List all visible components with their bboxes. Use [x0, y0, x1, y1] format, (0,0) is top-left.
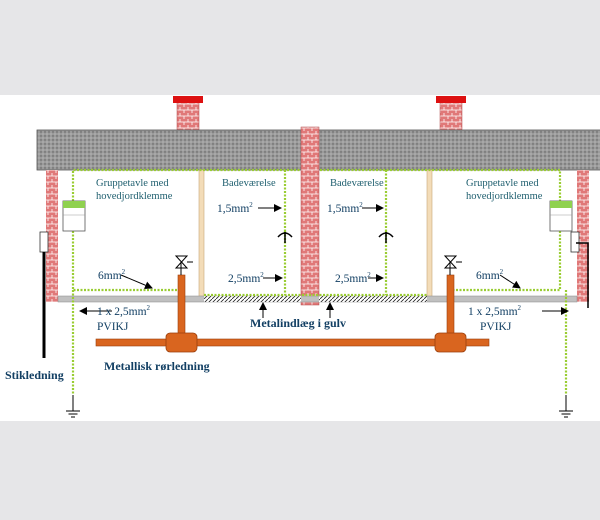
supply-cable-right: [576, 242, 589, 308]
service-box-right: [570, 231, 580, 253]
label-pvikj-right-line1: 1 x 2,5mm2: [468, 304, 522, 318]
label-wire-1-5-left: 1,5mm2: [217, 201, 253, 215]
chimney-left: [173, 96, 203, 132]
label-floor-metal-insert: Metalindlæg i gulv: [250, 316, 346, 330]
floor-slab: [57, 295, 578, 303]
label-wire-2-5-right: 2,5mm2: [335, 271, 371, 285]
bottom-background-band: [0, 421, 600, 520]
label-panel-left-line2: hovedjordklemme: [96, 191, 173, 202]
label-pvikj-right-line2: PVIKJ: [480, 321, 512, 333]
diagram-canvas: Gruppetavle med hovedjordklemme Badevære…: [0, 95, 600, 421]
label-supply-cable: Stikledning: [5, 368, 64, 382]
service-box-left: [39, 231, 49, 253]
shower-head-right-icon: [378, 232, 394, 243]
outer-wall-right: [577, 170, 589, 302]
bathroom-wall-left: [198, 169, 205, 302]
house-grounding-diagram: Gruppetavle med hovedjordklemme Badevære…: [5, 96, 600, 418]
label-pvikj-left-line1: 1 x 2,5mm2: [97, 304, 151, 318]
shower-head-left-icon: [277, 232, 293, 243]
label-bathroom-right: Badeværelse: [330, 178, 384, 189]
label-panel-right-line1: Gruppetavle med: [466, 178, 539, 189]
group-panel-left: [62, 200, 86, 232]
outer-wall-left: [46, 170, 58, 302]
valve-left-icon: [174, 255, 193, 275]
label-wire-6-right: 6mm2: [476, 268, 504, 282]
leader-arrows: [79, 204, 569, 318]
earth-symbol-left-icon: [66, 395, 80, 418]
label-pvikj-left-line2: PVIKJ: [97, 321, 129, 333]
label-wire-6-left: 6mm2: [98, 268, 126, 282]
center-fire-wall: [300, 126, 320, 306]
chimney-right: [436, 96, 466, 132]
label-bathroom-left: Badeværelse: [222, 178, 276, 189]
group-panel-right: [549, 200, 573, 232]
label-panel-right-line2: hovedjordklemme: [466, 191, 543, 202]
floor-metal-insert-right: [319, 296, 427, 302]
label-metal-pipe: Metallisk rørledning: [104, 359, 210, 373]
label-wire-2-5-left: 2,5mm2: [228, 271, 264, 285]
floor-metal-insert-left: [204, 296, 301, 302]
earth-symbol-right-icon: [559, 395, 573, 418]
valve-right-icon: [443, 255, 462, 275]
label-panel-left-line1: Gruppetavle med: [96, 178, 169, 189]
top-background-band: [0, 0, 600, 95]
label-wire-1-5-right: 1,5mm2: [327, 201, 363, 215]
bathroom-wall-right: [426, 169, 433, 302]
